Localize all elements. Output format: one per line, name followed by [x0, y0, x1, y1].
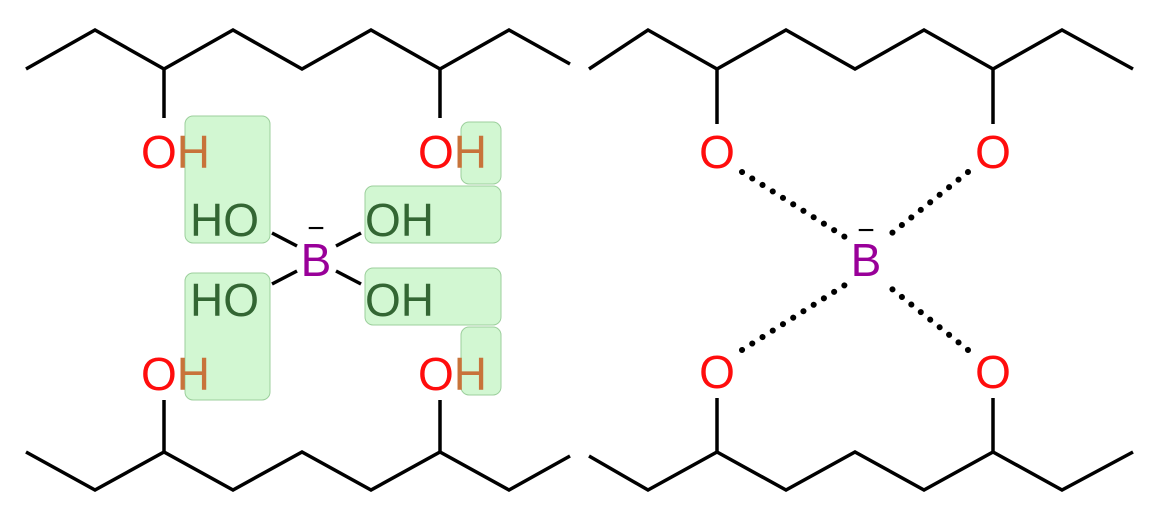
highlight-top-right-oh — [364, 185, 502, 244]
alcohol-bottom-right: OH — [418, 348, 487, 400]
bottom-chain-left — [25, 450, 571, 493]
boron-charge-right: − — [857, 214, 875, 247]
boron-charge-left: − — [307, 212, 325, 245]
dotted-bond-upper-right — [884, 169, 971, 240]
borate-hydroxyl-upper-left: HO — [190, 194, 259, 246]
b-oh-bond-upper-left — [271, 231, 298, 248]
borate-hydroxyl-upper-right: OH — [365, 194, 434, 246]
b-oh-bond-upper-right — [335, 231, 362, 248]
borate-hydroxyl-lower-right: OH — [365, 274, 434, 326]
dotted-bond-lower-right — [884, 282, 971, 353]
highlight-bottom-left — [184, 272, 271, 401]
right-panel-complex: O O O O B − — [588, 27, 1134, 493]
left-panel-reactants: OH OH OH OH HO OH HO OH B − — [25, 27, 571, 493]
top-chain-right — [588, 27, 1134, 72]
oxygen-bottom-left: O — [699, 346, 735, 398]
dotted-bond-upper-left — [739, 169, 848, 240]
borate-hydroxyl-lower-left: HO — [190, 274, 259, 326]
highlight-bottom-right-h — [460, 326, 502, 396]
b-oh-bond-lower-left — [271, 269, 298, 286]
alcohol-bottom-left: OH — [141, 348, 210, 400]
alcohol-top-left: OH — [141, 126, 210, 178]
oxygen-top-right: O — [975, 126, 1011, 178]
alcohol-top-right: OH — [418, 126, 487, 178]
dotted-bond-lower-left — [739, 282, 848, 353]
bottom-chain-right — [588, 450, 1134, 493]
b-oh-bond-lower-right — [335, 269, 362, 286]
oxygen-top-left: O — [699, 126, 735, 178]
oxygen-bottom-right: O — [975, 346, 1011, 398]
top-chain-left — [25, 27, 571, 72]
boron-atom-right: B — [851, 234, 882, 286]
highlight-top-left — [184, 115, 271, 244]
highlight-bottom-right-oh — [364, 267, 502, 326]
highlight-top-right-h — [460, 121, 502, 185]
boron-atom-left: B — [301, 234, 332, 286]
